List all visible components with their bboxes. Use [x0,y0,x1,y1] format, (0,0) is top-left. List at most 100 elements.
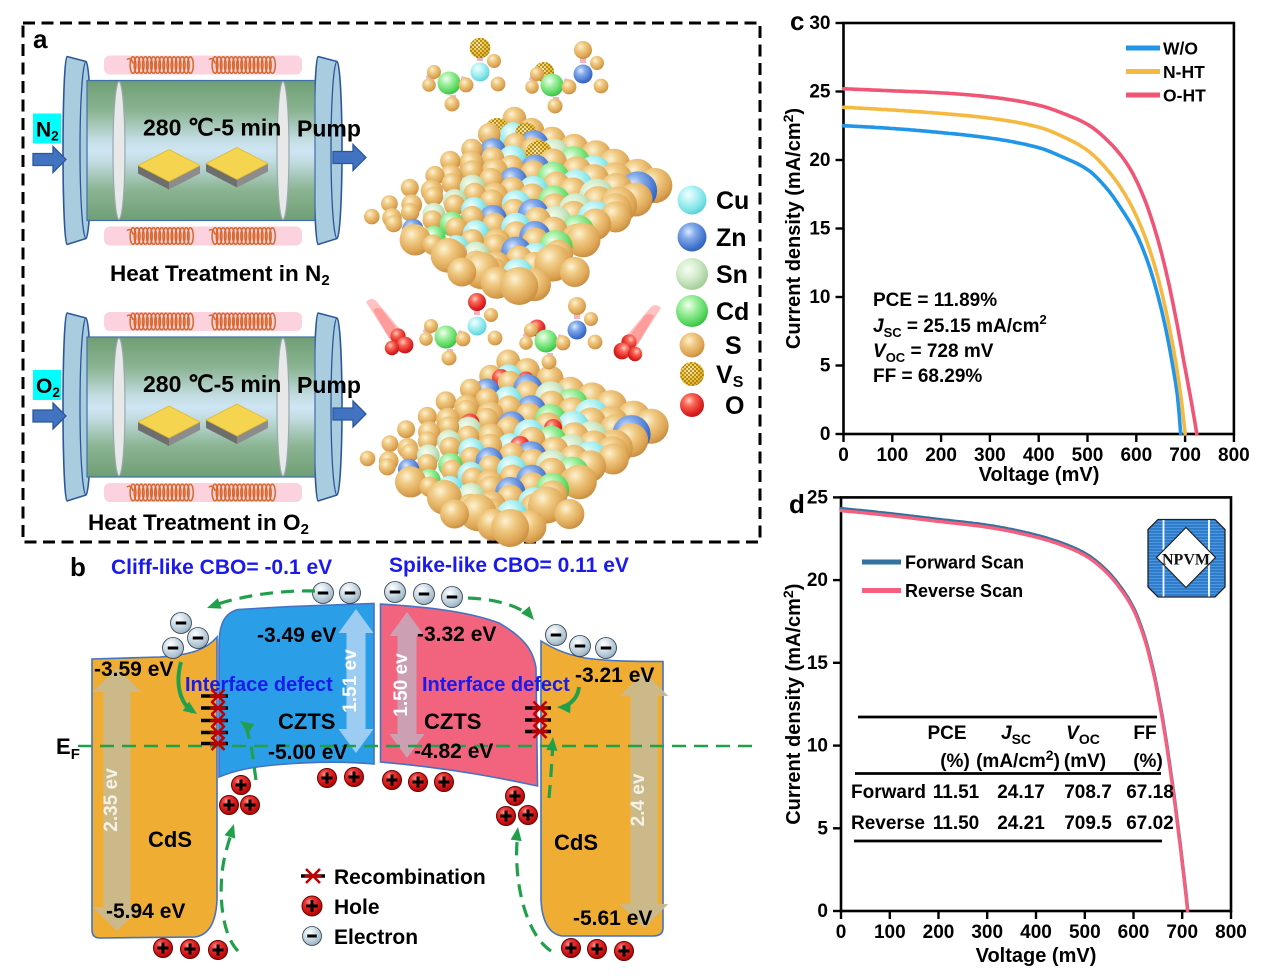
svg-text:PCE: PCE [927,723,966,744]
svg-text:Cliff-like CBO= -0.1 eV: Cliff-like CBO= -0.1 eV [111,556,332,579]
svg-text:Zn: Zn [716,224,747,252]
svg-text:1.50 ev: 1.50 ev [391,653,412,717]
svg-text:O: O [725,392,744,420]
svg-text:Reverse Scan: Reverse Scan [905,581,1023,601]
svg-text:5: 5 [820,356,831,377]
svg-text:Sn: Sn [716,261,748,289]
svg-text:11.51: 11.51 [933,782,980,803]
svg-text:Pump: Pump [297,116,361,142]
svg-text:Voltage (mV): Voltage (mV) [979,464,1100,486]
svg-text:JSC: JSC [1001,723,1031,747]
svg-text:FF: FF [1133,723,1156,744]
svg-text:25: 25 [807,487,829,508]
svg-text:280 ℃-5 min: 280 ℃-5 min [143,115,281,141]
svg-text:25: 25 [809,82,831,103]
svg-text:Heat Treatment in O2: Heat Treatment in O2 [88,510,309,538]
svg-text:800: 800 [1215,922,1247,943]
svg-text:2.35 ev: 2.35 ev [101,768,122,832]
svg-text:S: S [725,332,742,360]
svg-text:N-HT: N-HT [1163,62,1205,82]
svg-text:O-HT: O-HT [1163,86,1206,106]
svg-text:709.5: 709.5 [1064,813,1112,834]
svg-text:Forward: Forward [851,782,926,803]
svg-text:Reverse: Reverse [851,813,925,834]
svg-text:100: 100 [876,445,908,466]
svg-text:600: 600 [1120,445,1152,466]
svg-text:700: 700 [1169,445,1201,466]
svg-text:0: 0 [838,445,849,466]
svg-text:Interface defect: Interface defect [185,674,333,696]
svg-text:300: 300 [974,445,1006,466]
svg-text:24.17: 24.17 [997,782,1045,803]
svg-text:Electron: Electron [334,926,418,949]
svg-text:500: 500 [1069,922,1101,943]
svg-text:Current density (mA/cm2): Current density (mA/cm2) [780,584,805,825]
svg-text:Voltage (mV): Voltage (mV) [976,945,1097,967]
svg-text:400: 400 [1020,922,1052,943]
svg-text:VOC: VOC [1066,723,1100,747]
svg-text:PCE = 11.89%: PCE = 11.89% [873,290,997,311]
svg-text:15: 15 [807,653,829,674]
svg-text:Pump: Pump [297,372,361,398]
svg-text:10: 10 [809,287,830,308]
svg-text:20: 20 [809,150,830,171]
svg-text:300: 300 [971,922,1003,943]
svg-text:-5.00 eV: -5.00 eV [268,741,347,764]
svg-text:0: 0 [817,901,828,922]
svg-text:c: c [790,6,804,36]
svg-text:CdS: CdS [148,827,192,852]
svg-text:FF = 68.29%: FF = 68.29% [873,366,982,387]
svg-text:Current density (mA/cm2): Current density (mA/cm2) [780,108,805,349]
svg-text:5: 5 [817,818,828,839]
svg-text:500: 500 [1072,445,1104,466]
svg-text:2.4 ev: 2.4 ev [628,773,649,826]
svg-text:24.21: 24.21 [997,813,1045,834]
svg-text:-5.61 eV: -5.61 eV [573,907,652,930]
svg-text:d: d [789,489,805,519]
svg-text:b: b [70,552,86,582]
svg-text:-3.21 eV: -3.21 eV [575,664,654,687]
svg-text:Forward Scan: Forward Scan [905,553,1024,573]
svg-text:CdS: CdS [554,830,598,855]
svg-text:-5.94 eV: -5.94 eV [106,900,185,923]
svg-text:(%): (%) [940,751,970,772]
svg-text:Spike-like CBO= 0.11 eV: Spike-like CBO= 0.11 eV [389,554,629,577]
svg-text:0: 0 [836,922,847,943]
svg-text:Heat Treatment in N2: Heat Treatment in N2 [110,261,330,289]
svg-text:67.02: 67.02 [1126,813,1174,834]
svg-text:Hole: Hole [334,896,380,919]
svg-text:200: 200 [923,922,955,943]
svg-text:CZTS: CZTS [424,709,481,734]
svg-text:200: 200 [925,445,957,466]
svg-text:708.7: 708.7 [1064,782,1112,803]
svg-text:-3.32 eV: -3.32 eV [417,623,496,646]
svg-text:400: 400 [1023,445,1055,466]
svg-text:-3.59 eV: -3.59 eV [94,658,173,681]
svg-text:CZTS: CZTS [278,709,335,734]
svg-text:VOC = 728 mV: VOC = 728 mV [873,341,994,365]
svg-text:(mV): (mV) [1064,751,1106,772]
svg-text:JSC = 25.15 mA/cm2: JSC = 25.15 mA/cm2 [873,312,1047,340]
svg-text:600: 600 [1118,922,1150,943]
svg-text:-4.82 eV: -4.82 eV [414,740,493,763]
svg-text:700: 700 [1166,922,1198,943]
svg-text:Cd: Cd [716,298,749,326]
svg-text:Cu: Cu [716,187,749,215]
svg-text:100: 100 [874,922,906,943]
svg-text:15: 15 [809,219,831,240]
svg-text:280 ℃-5 min: 280 ℃-5 min [143,371,281,397]
svg-text:-3.49 eV: -3.49 eV [257,624,336,647]
svg-text:11.50: 11.50 [933,813,980,834]
svg-text:20: 20 [807,570,828,591]
svg-text:30: 30 [809,13,830,34]
svg-text:NPVM: NPVM [1162,552,1210,569]
svg-text:W/O: W/O [1163,39,1198,59]
svg-text:Recombination: Recombination [334,866,486,889]
svg-text:1.51 ev: 1.51 ev [340,649,361,713]
svg-text:a: a [33,24,48,54]
svg-text:Interface defect: Interface defect [422,674,570,696]
svg-text:(%): (%) [1133,751,1163,772]
svg-text:10: 10 [807,736,828,757]
svg-text:800: 800 [1218,445,1250,466]
svg-text:0: 0 [820,424,831,445]
